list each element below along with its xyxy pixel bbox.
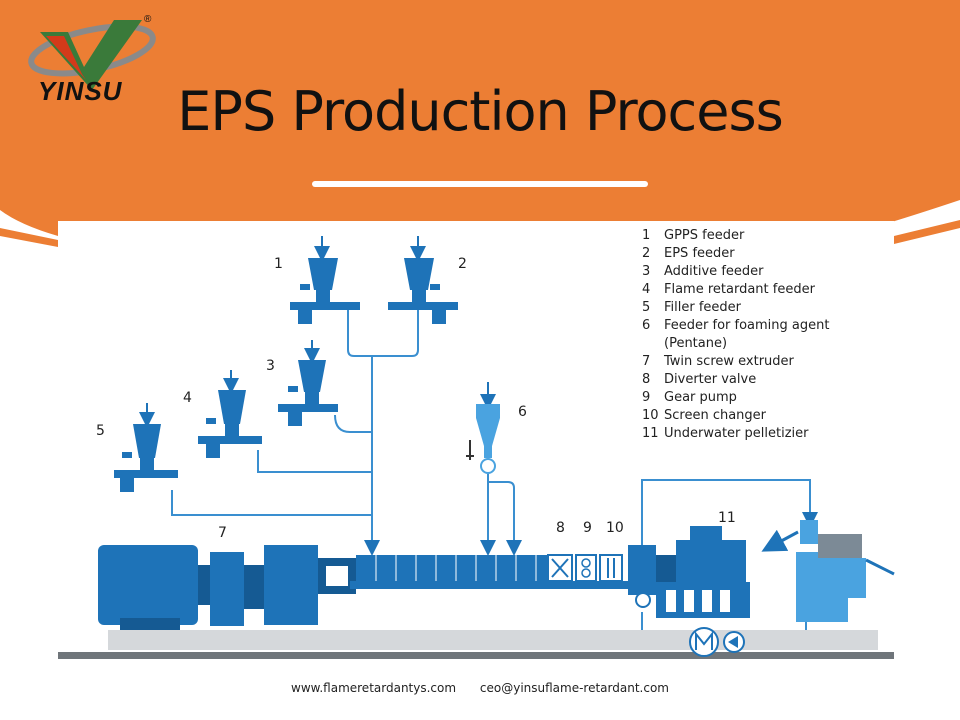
- legend-item-number: 2: [642, 246, 651, 261]
- legend-item: 5 Filler feeder: [642, 299, 829, 317]
- label-11: 11: [718, 510, 736, 526]
- machine-base: [108, 630, 878, 650]
- legend-item: 8 Diverter valve: [642, 371, 829, 389]
- legend-item: 10 Screen changer: [642, 407, 829, 425]
- legend-item: 11 Underwater pelletizier: [642, 425, 829, 443]
- legend-item-number: 3: [642, 264, 651, 279]
- label-1: 1: [274, 256, 283, 272]
- legend-item-label: Flame retardant feeder: [664, 282, 815, 297]
- legend-item-number: 8: [642, 372, 651, 387]
- dryer-unit: [761, 520, 895, 622]
- legend-item-label: Screen changer: [664, 408, 767, 423]
- feeder-2: [388, 258, 458, 324]
- underwater-pelletizer: [628, 526, 750, 657]
- legend-item-label: Feeder for foaming agent: [664, 318, 830, 333]
- logo-text: YINSU: [38, 76, 123, 106]
- feed-arrows: [139, 236, 496, 428]
- legend-item-number: 5: [642, 300, 651, 315]
- page-title: EPS Production Process: [177, 80, 783, 143]
- legend-item: 1 GPPS feeder: [642, 227, 829, 245]
- legend-item-number: 11: [642, 426, 659, 441]
- legend-item: 4 Flame retardant feeder: [642, 281, 829, 299]
- legend-item-label: Underwater pelletizier: [664, 426, 809, 441]
- feeder-5: [114, 424, 178, 492]
- screen-changer: [599, 554, 623, 582]
- foaming-agent-feeder: [466, 404, 500, 474]
- legend-item-label: Diverter valve: [664, 372, 757, 387]
- footer: www.flameretardantys.com ceo@yinsuflame-…: [0, 681, 960, 695]
- legend-item: 2 EPS feeder: [642, 245, 829, 263]
- floor-line: [58, 652, 894, 659]
- legend: 1 GPPS feeder 2 EPS feeder 3 Additive feeder 4…: [642, 227, 829, 443]
- legend-item-number: 4: [642, 282, 651, 297]
- legend-item-label: Filler feeder: [664, 300, 742, 315]
- label-5: 5: [96, 423, 105, 439]
- label-4: 4: [183, 390, 192, 406]
- legend-item-label: EPS feeder: [664, 246, 735, 261]
- legend-item: (Pentane): [642, 335, 829, 353]
- legend-item-label: Additive feeder: [664, 264, 764, 279]
- legend-item-number: 7: [642, 354, 651, 369]
- footer-email: ceo@yinsuflame-retardant.com: [479, 681, 669, 695]
- label-9: 9: [583, 520, 592, 536]
- legend-item-number: [642, 335, 664, 353]
- legend-item: 7 Twin screw extruder: [642, 353, 829, 371]
- diverter-valve: [547, 554, 573, 582]
- label-7: 7: [218, 525, 227, 541]
- label-8: 8: [556, 520, 565, 536]
- legend-item-number: 10: [642, 408, 659, 423]
- twin-screw-extruder: [98, 545, 640, 630]
- feeder-1: [290, 258, 360, 324]
- title-underline: [312, 181, 648, 187]
- footer-website: www.flameretardantys.com: [291, 681, 457, 695]
- label-3: 3: [266, 358, 275, 374]
- legend-item: 6 Feeder for foaming agent: [642, 317, 829, 335]
- legend-item-label: Twin screw extruder: [664, 354, 794, 369]
- gear-pump: [575, 554, 597, 582]
- legend-item: 3 Additive feeder: [642, 263, 829, 281]
- feeder-4: [198, 390, 262, 458]
- yinsu-logo: [28, 20, 156, 90]
- legend-item-number: 6: [642, 318, 651, 333]
- legend-item-number: 1: [642, 228, 651, 243]
- feeder-3: [278, 360, 338, 426]
- legend-item-label: (Pentane): [664, 336, 728, 351]
- label-10: 10: [606, 520, 624, 536]
- label-2: 2: [458, 256, 467, 272]
- legend-item: 9 Gear pump: [642, 389, 829, 407]
- registered-mark: ®: [144, 14, 152, 25]
- legend-item-label: Gear pump: [664, 390, 737, 405]
- legend-item-label: GPPS feeder: [664, 228, 745, 243]
- label-6: 6: [518, 404, 527, 420]
- legend-item-number: 9: [642, 390, 651, 405]
